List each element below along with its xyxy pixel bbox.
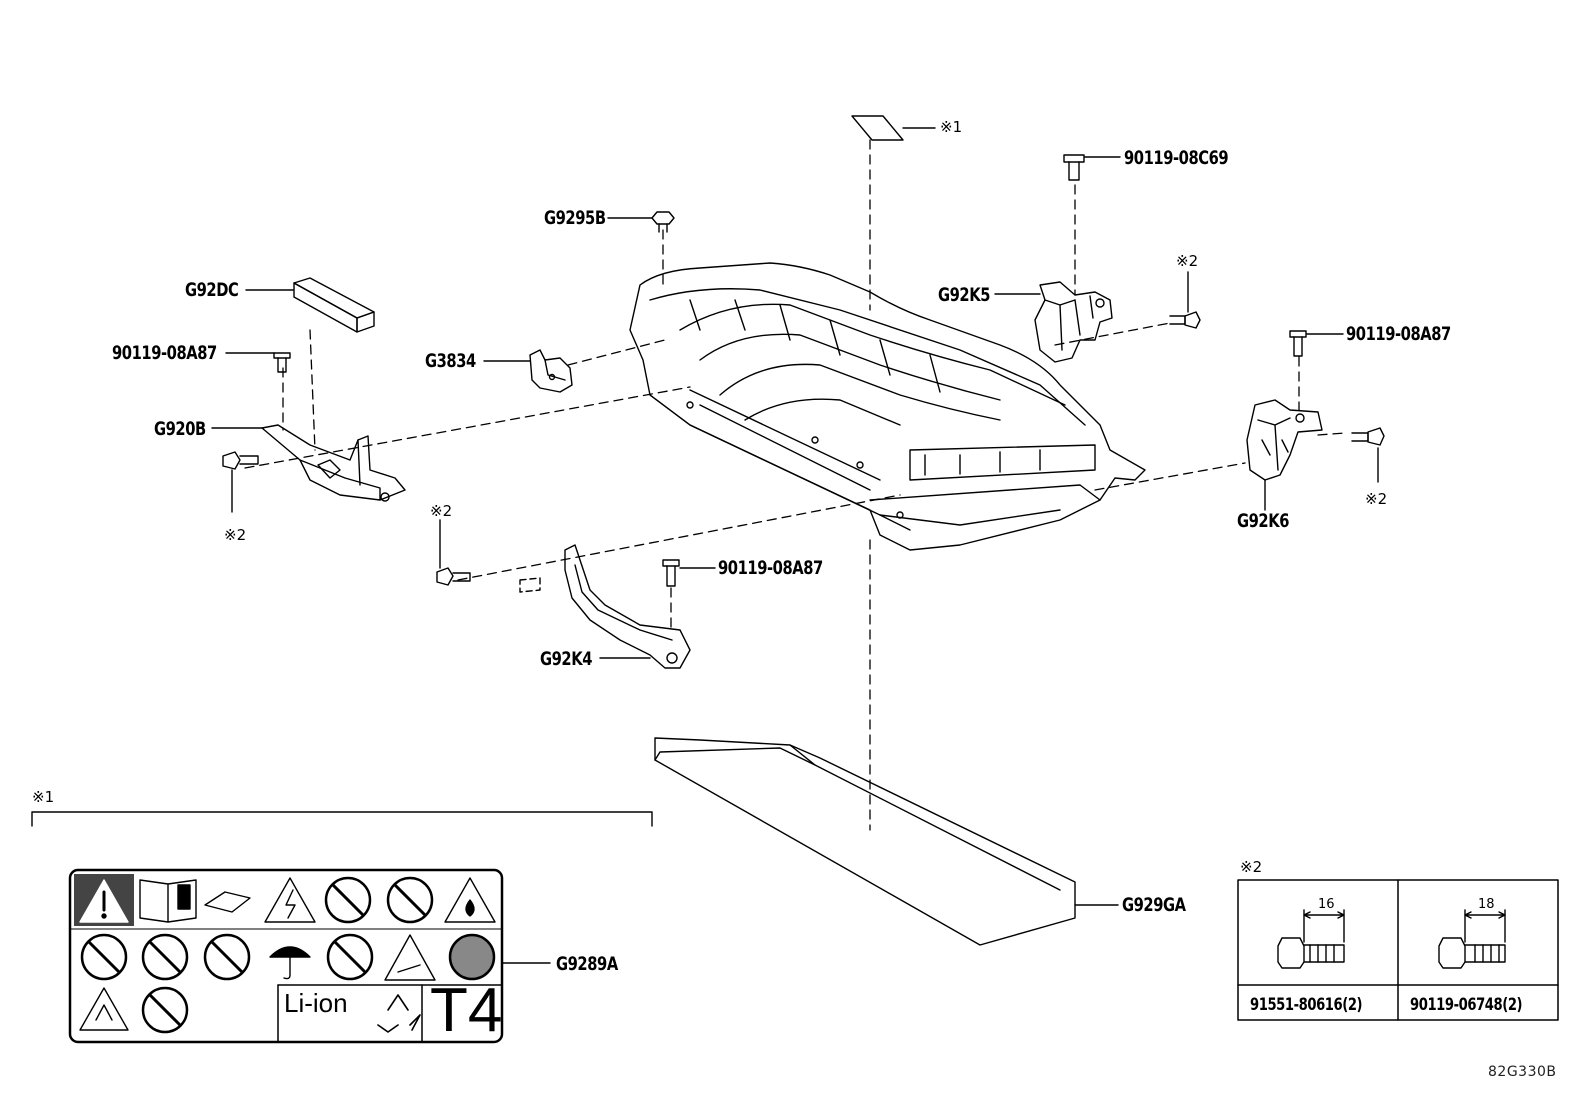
part-g929ga [654,737,1119,946]
callout-g92dc: G92DC [185,279,239,301]
callout-g92k5: G92K5 [938,284,991,306]
callout-g920b: G920B [154,418,206,440]
bolt-1-dimension: 16 [1318,897,1335,912]
assembly-lines [244,139,1346,831]
ref-mark-2-table: ※2 [1240,858,1263,876]
label-sticker-top [851,115,936,141]
bolts [222,154,1385,587]
callout-g9289a: G9289A [556,953,618,975]
part-g92dc [245,277,375,333]
ref1-bracket-line [31,811,653,827]
callout-bolt-90119-08a87-right: 90119-08A87 [1346,323,1451,345]
bolt-2-part-number: 90119-06748(2) [1410,995,1523,1015]
bolt-1-part-number: 91551-80616(2) [1250,995,1363,1015]
part-g92k5 [994,281,1113,363]
ref-mark-2-left: ※2 [224,526,247,544]
ref-mark-1-top: ※1 [940,118,963,136]
callout-bolt-90119-08c69: 90119-08C69 [1124,147,1229,169]
callout-g929ga: G929GA [1122,894,1186,916]
part-g3834 [483,349,573,393]
li-ion-text: Li-ion [284,988,348,1018]
ref-mark-2-top-right: ※2 [1176,252,1199,270]
callout-g3834: G3834 [425,350,476,372]
callout-g92k4: G92K4 [540,648,593,670]
callout-bolt-90119-08a87-left: 90119-08A87 [112,342,217,364]
warning-label-sheet [68,868,551,1044]
ref-mark-2-mid: ※2 [430,502,453,520]
callout-g92k6: G92K6 [1237,510,1290,532]
part-g92k6 [1246,399,1323,511]
callout-bolt-90119-08a87-mid: 90119-08A87 [718,557,823,579]
part-g92k4 [519,544,691,669]
t4-text: T4 [430,976,503,1045]
callout-g9295b: G9295B [544,207,606,229]
battery-pack [629,262,1146,551]
bolt-table [1237,879,1559,1021]
ref-mark-1-bracket: ※1 [32,788,55,806]
part-g920b [211,424,406,502]
diagram-code: 82G330B [1488,1064,1557,1080]
bolt-2-dimension: 18 [1478,897,1495,912]
ref-mark-2-right: ※2 [1365,490,1388,508]
